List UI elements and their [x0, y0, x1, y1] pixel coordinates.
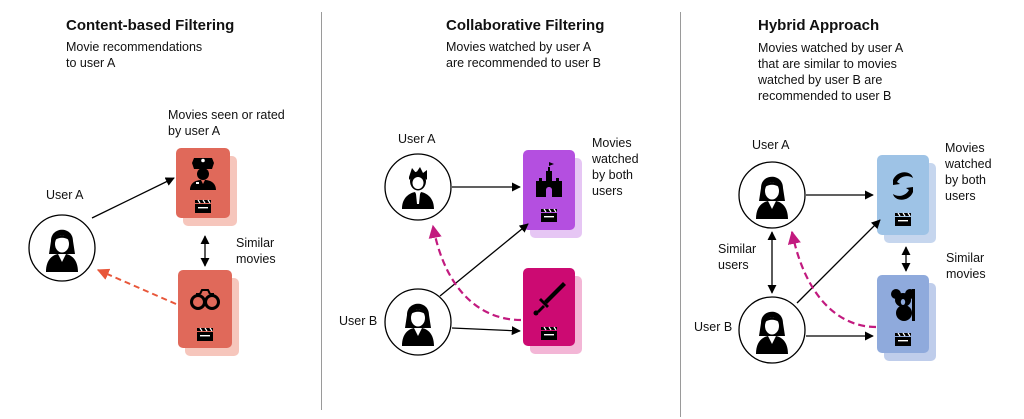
- hybrid-subtitle: Movies watched by user A that are simila…: [758, 41, 904, 103]
- hybrid-movies-label: Movies watched by both users: [945, 141, 992, 203]
- clapperboard-icon: [894, 212, 912, 227]
- movies-seen-label: Movies seen or rated by user A: [168, 108, 285, 138]
- hybrid-title: Hybrid Approach: [758, 17, 880, 34]
- clapperboard-icon: [540, 208, 558, 223]
- panel-divider-1: [321, 12, 322, 410]
- arrow-userb-to-sword: [451, 326, 521, 336]
- movie-card-handcuffs: [178, 270, 232, 348]
- clapperboard-icon: [894, 332, 912, 347]
- arrow-user-to-movies: [91, 177, 175, 219]
- movie-card-dolphins: [877, 155, 929, 235]
- arrow-recommend-dashed: [787, 230, 877, 329]
- clapperboard-icon: [196, 327, 214, 342]
- similar-users-label: Similar users: [718, 242, 757, 272]
- arrow-userb-to-castle: [439, 223, 529, 297]
- arrow-userb-to-dolphins: [796, 219, 881, 304]
- hybrid-similar-movies-label: Similar movies: [946, 251, 986, 281]
- collaborative-subtitle: Movies watched by user A are recommended…: [446, 40, 601, 70]
- user-a-label: User A: [46, 188, 84, 202]
- similar-movies-label: Similar movies: [236, 236, 276, 266]
- clapperboard-icon: [540, 326, 558, 341]
- panel-content-based: [28, 148, 239, 356]
- panel-collaborative: [384, 150, 582, 356]
- collab-movies-label: Movies watched by both users: [592, 136, 639, 198]
- movie-card-police: [176, 148, 230, 218]
- content-based-title: Content-based Filtering: [66, 17, 235, 34]
- collab-user-a-label: User A: [398, 132, 436, 146]
- arrow-recommend-dashed: [96, 268, 177, 305]
- panel-hybrid: [738, 155, 936, 364]
- content-based-subtitle: Movie recommendations to user A: [66, 40, 203, 70]
- panel-divider-2: [680, 12, 681, 417]
- hybrid-user-a-label: User A: [752, 138, 790, 152]
- clapperboard-icon: [194, 199, 212, 214]
- hybrid-user-b-label: User B: [694, 320, 733, 334]
- collab-user-b-label: User B: [339, 314, 378, 328]
- collaborative-title: Collaborative Filtering: [446, 17, 605, 34]
- arrow-recommend-dashed: [428, 224, 522, 322]
